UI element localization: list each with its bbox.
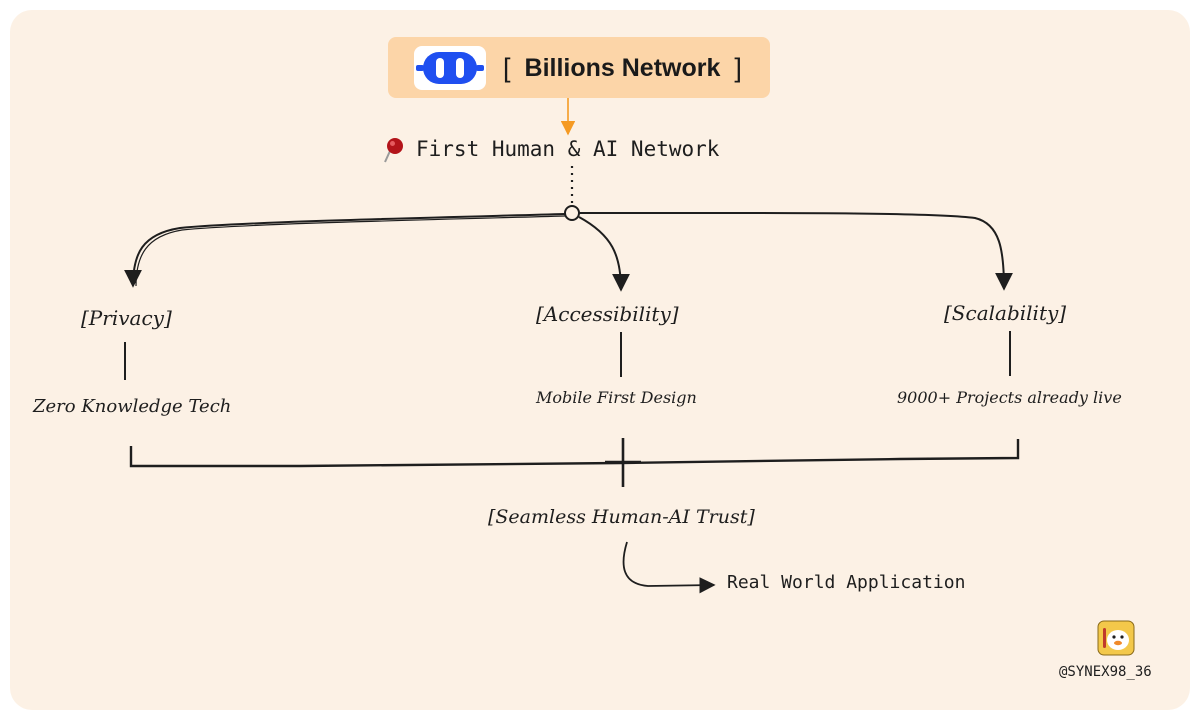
title-label: Billions Network: [524, 54, 721, 82]
diagram-title: [ Billions Network ]: [503, 50, 742, 86]
pillar-detail-scalability: 9000+ Projects already live: [897, 388, 1122, 407]
branch-to-scalability-arrow: [578, 211, 1013, 291]
pillars-join-bracket: [129, 439, 1020, 468]
duck-avatar-icon: [1097, 620, 1135, 656]
pillar-detail-accessibility: Mobile First Design: [536, 388, 697, 407]
pillar-heading-scalability: [Scalability]: [944, 301, 1067, 325]
title-close-bracket: ]: [734, 53, 742, 83]
pillar-heading-accessibility: [Accessibility]: [536, 302, 679, 326]
title-open-bracket: [: [503, 53, 511, 83]
result-outcome: Real World Application: [727, 572, 966, 593]
result-heading: [Seamless Human-AI Trust]: [488, 506, 755, 528]
watermark-handle: @SYNEX98_36: [1059, 664, 1152, 680]
branch-to-privacy-arrow-double: [135, 215, 566, 287]
subtitle-text: First Human & AI Network: [416, 137, 720, 161]
pillar-heading-privacy: [Privacy]: [81, 306, 172, 330]
branch-to-privacy-arrow: [124, 213, 566, 288]
diagram-canvas: [10, 10, 1190, 710]
hub-node: [564, 205, 580, 221]
pillar-detail-privacy: Zero Knowledge Tech: [33, 396, 232, 417]
branch-to-accessibility-arrow: [578, 216, 630, 292]
red-pushpin-icon: [384, 138, 403, 163]
trust-to-application-arrow: [622, 541, 716, 594]
billions-robot-logo-icon: [414, 46, 486, 90]
